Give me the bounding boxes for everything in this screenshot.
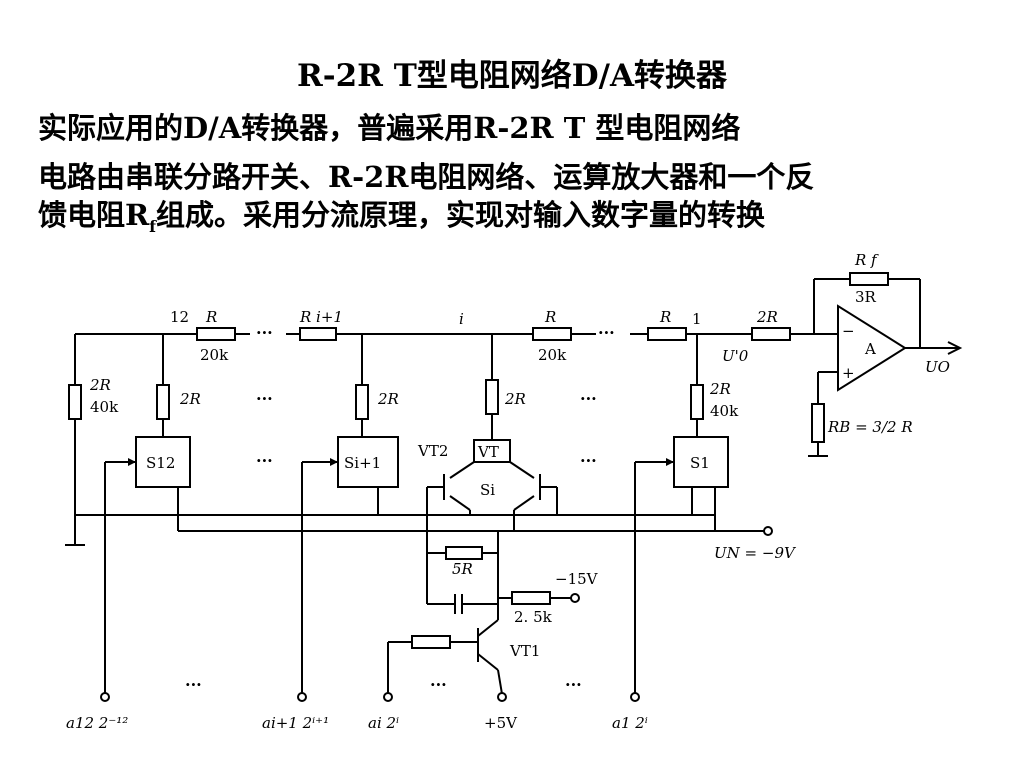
r-2r-si1-label: 2R — [377, 390, 399, 408]
r-2r-input-label: 2R — [756, 308, 778, 326]
opamp-minus: − — [842, 322, 855, 340]
input-i1-label: ai+1 2ⁱ⁺¹ — [262, 714, 329, 732]
vt-label: VT — [477, 443, 499, 461]
r-series-value-right: 20k — [538, 346, 567, 364]
r-series-label-right: R — [544, 308, 556, 326]
r-series-value: 20k — [200, 346, 229, 364]
resistor-vt1-base — [411, 635, 451, 649]
resistor-r-1 — [647, 327, 687, 341]
resistor-2r-s12 — [156, 384, 170, 420]
intro-line-2: 电路由串联分路开关、R-2R电阻网络、运算放大器和一个反 — [38, 160, 815, 194]
rb-label: RB = 3/2 R — [827, 418, 913, 436]
r-5r-label: 5R — [452, 560, 473, 578]
opamp-label: A — [864, 340, 876, 358]
rf-value: 3R — [855, 288, 877, 306]
vt1-label: VT1 — [509, 642, 540, 660]
ellipsis-mid-2: ··· — [580, 389, 597, 408]
r-2r-left-value: 40k — [90, 398, 119, 416]
resistor-2r-si — [485, 379, 499, 415]
intro-line-3-sub: f — [149, 216, 156, 236]
input-i-label: ai 2ⁱ — [368, 714, 399, 732]
r-series-label: R — [205, 308, 217, 326]
resistor-5r — [445, 546, 483, 560]
ellipsis-mid-1: ··· — [256, 389, 273, 408]
switch-si1-label: Si+1 — [344, 454, 381, 472]
intro-line-3: 馈电阻Rf组成。采用分流原理，实现对输入数字量的转换 — [38, 192, 765, 236]
resistor-rf — [849, 272, 889, 286]
input-i1-terminal — [297, 692, 307, 702]
resistor-r-20k — [196, 327, 236, 341]
intro-line-1: 实际应用的D/A转换器，普遍采用R-2R T 型电阻网络 — [38, 111, 741, 145]
switch-s12-label: S12 — [146, 454, 175, 472]
ellipsis-sw-1: ··· — [256, 451, 273, 470]
ellipsis-bot-3: ··· — [565, 675, 582, 694]
neg15v-terminal — [570, 593, 580, 603]
neg15v-label: −15V — [555, 570, 599, 588]
opamp-a — [837, 304, 907, 392]
resistor-r-i1 — [299, 327, 337, 341]
r-2r-si-label: 2R — [504, 390, 526, 408]
input-1-label: a1 2ⁱ — [612, 714, 648, 732]
pos5v-terminal — [497, 692, 507, 702]
un-label: UN = −9V — [714, 544, 797, 562]
switch-s1-label: S1 — [690, 454, 710, 472]
intro-line-3-b: 组成。采用分流原理，实现对输入数字量的转换 — [156, 198, 766, 232]
resistor-2r-40k-left — [68, 384, 82, 420]
intro-line-3-a: 馈电阻R — [38, 198, 150, 232]
u0-prime-label: U'0 — [722, 347, 749, 365]
ellipsis-sw-2: ··· — [580, 451, 597, 470]
r-2r-s1-label: 2R — [709, 380, 731, 398]
page-title: R-2R T型电阻网络D/A转换器 — [296, 58, 728, 94]
transistor-vt-box — [473, 439, 511, 463]
input-1-terminal — [630, 692, 640, 702]
ellipsis-top-1: ··· — [256, 323, 273, 342]
node-i-label: i — [459, 310, 464, 328]
resistor-2r-input — [751, 327, 791, 341]
r-2r-s12-label: 2R — [179, 390, 201, 408]
node-1-label: 1 — [692, 310, 702, 328]
vt2-label: VT2 — [417, 442, 448, 460]
node-12-label: 12 — [170, 308, 189, 326]
un-terminal — [763, 526, 773, 536]
pos5v-label: +5V — [484, 714, 518, 732]
resistor-2-5k — [511, 591, 551, 605]
ellipsis-top-2: ··· — [598, 323, 615, 342]
r-label-1: R — [659, 308, 671, 326]
rf-label: R f — [854, 251, 879, 269]
ellipsis-bot-1: ··· — [185, 675, 202, 694]
input-i-terminal — [383, 692, 393, 702]
resistor-r-20k-right — [532, 327, 572, 341]
r-2-5k-label: 2. 5k — [514, 608, 553, 626]
r-i1-label: R i+1 — [299, 308, 343, 326]
input-12-terminal — [100, 692, 110, 702]
r-2r-left-label: 2R — [89, 376, 111, 394]
resistor-rb — [811, 403, 825, 443]
ellipsis-bot-2: ··· — [430, 675, 447, 694]
resistor-2r-si1 — [355, 384, 369, 420]
resistor-2r-40k-s1 — [690, 384, 704, 420]
switch-si-label: Si — [480, 481, 495, 499]
r-2r-s1-value: 40k — [710, 402, 739, 420]
uo-label: UO — [925, 358, 950, 376]
input-12-label: a12 2⁻¹² — [66, 714, 128, 732]
opamp-plus: + — [842, 364, 855, 382]
